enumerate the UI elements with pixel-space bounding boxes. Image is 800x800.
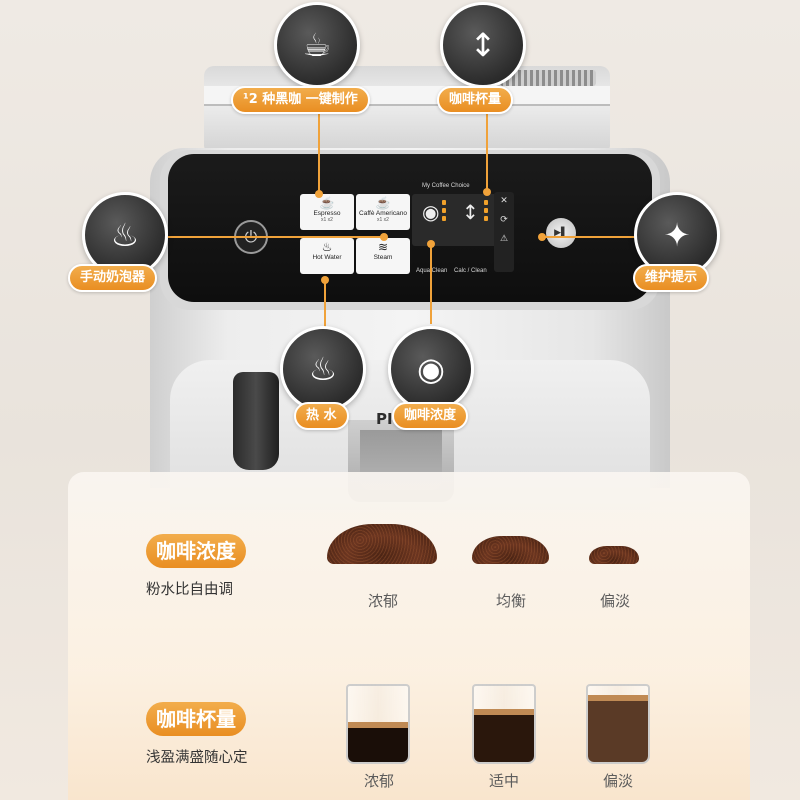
connector-dot-strength	[427, 240, 435, 248]
one-touch-callout-label: ¹2 种黑咖 一键制作	[231, 86, 370, 114]
coffee-crema-medium	[474, 709, 534, 715]
coffee-crema-large	[588, 695, 648, 701]
coffee-fill-small	[348, 728, 408, 762]
strength-callout-bubble: ◉	[388, 326, 474, 412]
steam-button[interactable]: ≋ Steam	[356, 238, 410, 274]
volume-led-2	[484, 208, 488, 213]
strength-level-balanced: 均衡	[495, 592, 526, 610]
connector-dot-volume	[483, 188, 491, 196]
maintenance-icon: ✦	[663, 216, 691, 254]
americano-qty: x1 x2	[377, 217, 389, 223]
americano-label: Caffè Americano	[359, 210, 407, 217]
maintenance-indicators: ✕ ⟳ ⚠	[494, 192, 514, 272]
milk-frother-wand	[233, 372, 279, 470]
machine-grille	[500, 70, 596, 86]
steam-label: Steam	[373, 254, 393, 261]
calc-clean-label: Calc / Clean	[454, 268, 487, 274]
connector-dot-one-touch	[315, 190, 323, 198]
strength-level-strong: 浓郁	[367, 592, 398, 610]
panel-heading: My Coffee Choice	[422, 183, 470, 189]
coffee-grounds-pile-balanced	[471, 536, 549, 564]
coffee-cup-icon: ☕	[302, 26, 332, 64]
americano-button[interactable]: ☕ Caffè Americano x1 x2	[356, 194, 410, 230]
strength-section-subtitle: 粉水比自由调	[146, 582, 233, 598]
espresso-label: Espresso	[313, 210, 341, 217]
connector-volume	[486, 110, 488, 194]
connector-hot-water	[324, 282, 326, 334]
connector-dot-maintenance	[538, 233, 546, 241]
volume-arrows-icon: ↕	[462, 200, 479, 224]
coffee-glass-medium	[472, 684, 536, 764]
warning-icon: ⚠	[499, 234, 509, 244]
connector-maintenance	[544, 236, 640, 238]
coffee-grounds-pile-strong	[327, 524, 437, 564]
connector-strength	[430, 244, 432, 324]
strength-section-title: 咖啡浓度	[146, 534, 246, 568]
strength-led-2	[442, 208, 446, 213]
volume-led-3	[484, 216, 488, 221]
hot-water-callout-bubble: ♨	[280, 326, 366, 412]
cup-volume-icon: ↕	[469, 26, 497, 64]
hot-water-icon: ♨	[321, 240, 333, 254]
volume-section-title: 咖啡杯量	[146, 702, 246, 736]
volume-level-medium: 适中	[488, 772, 519, 790]
strength-led-3	[442, 216, 446, 221]
maintenance-callout-bubble: ✦	[634, 192, 720, 278]
americano-cup-icon: ☕	[375, 196, 391, 210]
connector-dot-hot-water	[321, 276, 329, 284]
strength-led-1	[442, 200, 446, 205]
bean-scoop-icon: ◉	[417, 350, 445, 388]
hot-water-button[interactable]: ♨ Hot Water	[300, 238, 354, 274]
connector-dot-frother	[380, 233, 388, 241]
one-touch-callout-bubble: ☕	[274, 2, 360, 88]
no-water-icon: ✕	[500, 196, 508, 206]
hot-cup-icon: ♨	[308, 350, 338, 388]
volume-callout-bubble: ↕	[440, 2, 526, 88]
connector-frother	[160, 236, 384, 238]
steam-icon: ≋	[377, 240, 389, 254]
start-dial[interactable]: ▶▌	[546, 218, 576, 248]
coffee-crema-small	[348, 722, 408, 728]
volume-callout-label: 咖啡杯量	[437, 86, 514, 114]
espresso-qty: x1 x2	[321, 217, 333, 223]
steam-hand-icon: ♨	[110, 216, 140, 254]
strength-callout-label: 咖啡浓度	[392, 402, 469, 430]
espresso-button[interactable]: ☕ Espresso x1 x2	[300, 194, 354, 230]
volume-level-light: 偏淡	[602, 772, 633, 790]
volume-level-strong: 浓郁	[363, 772, 394, 790]
brand-logo: PI	[376, 410, 393, 428]
descale-icon: ⟳	[500, 215, 508, 225]
volume-section-subtitle: 浅盈满盛随心定	[146, 750, 248, 766]
coffee-bean-icon: ◉	[422, 200, 440, 224]
connector-one-touch	[318, 110, 320, 196]
coffee-grounds-pile-light	[589, 546, 639, 564]
coffee-glass-small	[346, 684, 410, 764]
coffee-fill-medium	[474, 715, 534, 762]
strength-level-light: 偏淡	[599, 592, 630, 610]
maintenance-callout-label: 维护提示	[633, 264, 710, 292]
hot-water-label: Hot Water	[312, 254, 342, 261]
hot-water-callout-label: 热 水	[294, 402, 349, 430]
espresso-cup-icon: ☕	[319, 196, 335, 210]
volume-led-1	[484, 200, 488, 205]
coffee-glass-large	[586, 684, 650, 764]
coffee-fill-large	[588, 701, 648, 762]
frother-callout-label: 手动奶泡器	[68, 264, 158, 292]
